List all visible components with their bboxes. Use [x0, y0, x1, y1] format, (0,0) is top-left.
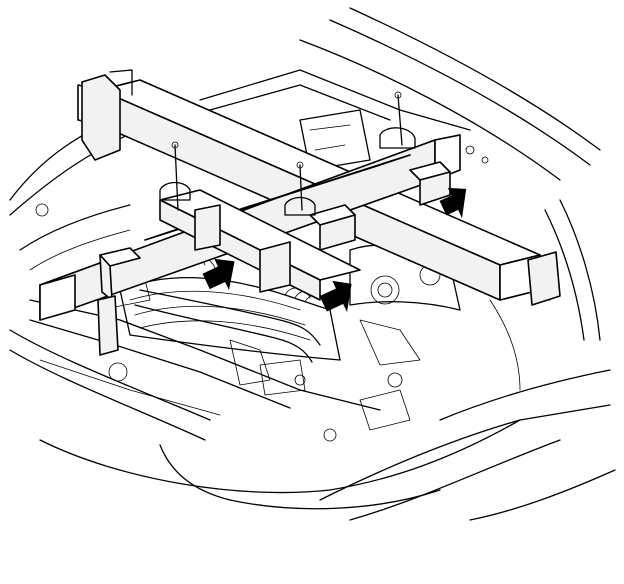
right-foot-pad — [527, 251, 561, 306]
center-clamp-side — [319, 214, 356, 251]
support-fixture — [39, 69, 561, 356]
front-left-leg — [97, 295, 119, 356]
front-beam-end-left — [39, 274, 76, 321]
arrow-center-mount — [319, 280, 352, 313]
hook-rod-center — [299, 164, 303, 211]
left-rear-post — [81, 74, 121, 161]
arrow-right-mount — [439, 187, 467, 219]
mid-center-clamp-side — [259, 241, 291, 293]
right-clamp-side — [419, 171, 451, 206]
hook-rod-right — [397, 94, 403, 146]
arrow-left-mount — [202, 258, 235, 291]
hook-rod-left — [174, 144, 179, 211]
callout-arrows — [202, 187, 467, 313]
mid-left-clamp-side — [194, 204, 221, 251]
